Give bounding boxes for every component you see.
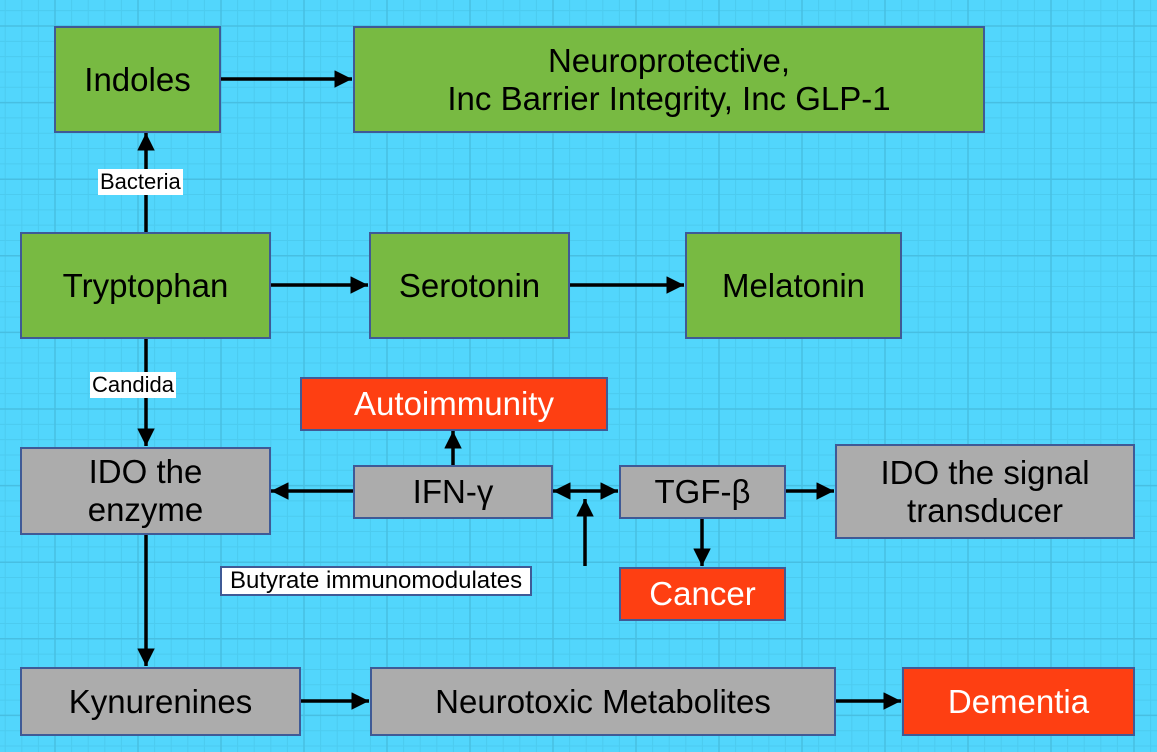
node-ifn-gamma: IFN-γ (353, 465, 553, 519)
edge-label-candida: Candida (90, 372, 176, 398)
node-melatonin: Melatonin (685, 232, 902, 339)
node-ido-enzyme: IDO the enzyme (20, 447, 271, 535)
node-autoimmunity: Autoimmunity (300, 377, 608, 431)
node-indoles: Indoles (54, 26, 221, 133)
node-tryptophan: Tryptophan (20, 232, 271, 339)
node-tgf-beta: TGF-β (619, 465, 786, 519)
edge-label-bacteria: Bacteria (98, 169, 183, 195)
node-kynurenines: Kynurenines (20, 667, 301, 736)
edge-label-butyrate: Butyrate immunomodulates (220, 566, 533, 596)
node-neuroprotective: Neuroprotective, Inc Barrier Integrity, … (353, 26, 985, 133)
node-serotonin: Serotonin (369, 232, 570, 339)
node-ido-signal-transducer: IDO the signal transducer (835, 444, 1135, 539)
node-dementia: Dementia (902, 667, 1135, 736)
node-neurotoxic-metabolites: Neurotoxic Metabolites (370, 667, 836, 736)
node-cancer: Cancer (619, 567, 786, 621)
